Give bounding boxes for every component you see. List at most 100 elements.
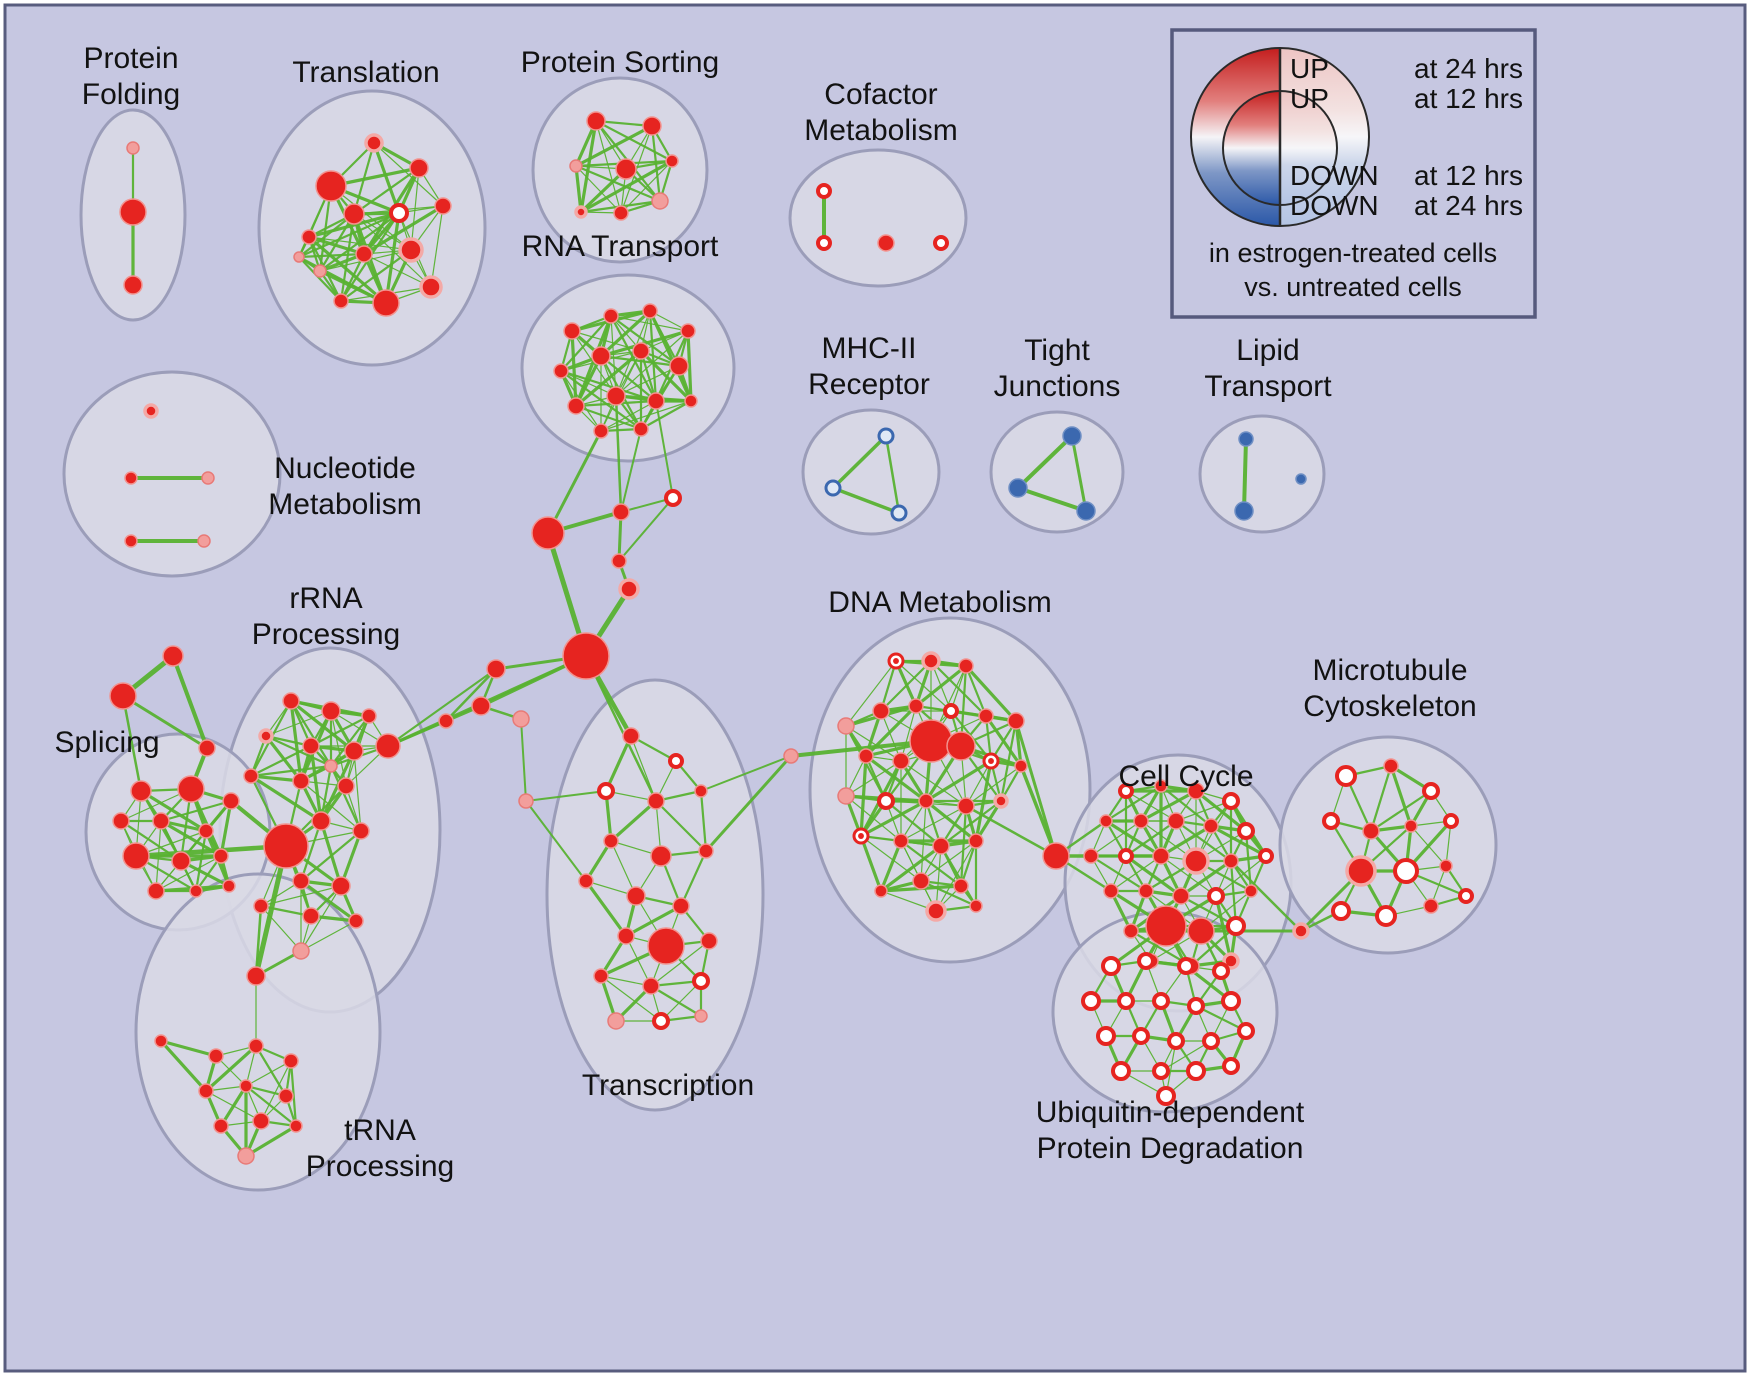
edge: [919, 879, 978, 908]
edge: [1189, 924, 1238, 968]
edge: [1174, 819, 1233, 863]
edge: [204, 1044, 258, 1093]
edge: [171, 654, 209, 750]
node-translation.3: [301, 229, 317, 245]
node-ubiquitin.10: [1132, 1027, 1150, 1045]
edge: [600, 400, 692, 432]
cluster-bubble-tight: [989, 410, 1125, 534]
edge: [859, 799, 928, 838]
node-translation.9: [398, 237, 424, 263]
node-trna.6: [239, 1079, 253, 1093]
legend-up24-time: at 24 hrs: [1414, 53, 1523, 84]
node-cellcycle.5: [1133, 813, 1149, 829]
node-ubiquitin.4: [1081, 991, 1101, 1011]
node-central.3: [611, 553, 627, 569]
cluster-bubble-trna: [134, 872, 382, 1192]
node-rna-transport.4: [553, 363, 569, 379]
node-rrna.3: [258, 728, 274, 744]
edge: [363, 253, 432, 288]
node-dna.10: [946, 731, 976, 761]
edge: [1139, 789, 1198, 823]
legend-down24-time: at 24 hrs: [1414, 190, 1523, 221]
node-dna.14: [1014, 759, 1028, 773]
node-micro.11: [1375, 905, 1397, 927]
node-rrna.17: [348, 913, 364, 929]
node-micro.4: [1362, 822, 1380, 840]
node-protein-sorting.4: [665, 154, 679, 168]
node-central.0: [531, 516, 565, 550]
node-trna.9: [252, 1112, 270, 1130]
edge: [1016, 486, 1088, 513]
edge: [964, 804, 1058, 858]
node-cellcycle.8: [1237, 822, 1255, 840]
node-trna.10: [289, 1119, 303, 1133]
edge: [574, 404, 643, 431]
cluster-label-splicing: Splicing: [54, 726, 159, 759]
edge: [300, 920, 357, 952]
node-lipid.0: [1238, 431, 1254, 447]
node-ubiquitin.0: [1101, 956, 1121, 976]
node-ubiquitin.2: [1177, 957, 1195, 975]
node-rrna.18: [292, 942, 310, 960]
cluster-label-dna: DNA Metabolism: [828, 586, 1051, 619]
node-nucleotide.1: [124, 471, 138, 485]
node-cellcycle.6: [1167, 812, 1185, 830]
edge: [1369, 789, 1433, 833]
node-transcription.4: [694, 784, 708, 798]
edge: [1194, 1004, 1248, 1033]
node-splicing.4: [152, 812, 170, 830]
node-micro.10: [1331, 901, 1351, 921]
edge: [309, 714, 371, 748]
edge: [159, 799, 233, 823]
node-splicing.1: [177, 775, 205, 803]
node-dna.24: [912, 872, 930, 890]
node-trna.0: [246, 966, 266, 986]
node-cellcycle.15: [1103, 883, 1119, 899]
node-bridge.1: [1292, 922, 1310, 940]
edge: [121, 694, 209, 750]
edge: [297, 211, 401, 259]
node-rrna.10: [263, 823, 309, 869]
edge: [639, 399, 693, 431]
edge: [352, 141, 376, 216]
node-transcription.12: [647, 927, 685, 965]
node-dna.2: [958, 658, 974, 674]
edge: [584, 839, 613, 883]
node-rrna.15: [253, 898, 269, 914]
node-rrna.1: [321, 701, 341, 721]
edge: [307, 235, 366, 256]
node-dna.16: [877, 792, 895, 810]
cluster-bubble-nucleotide: [62, 370, 282, 578]
edge: [579, 159, 674, 214]
node-dna.21: [893, 833, 909, 849]
edge: [155, 855, 222, 892]
node-dna.9: [909, 719, 953, 763]
edge: [1369, 764, 1393, 833]
legend-up12-time: at 12 hrs: [1414, 83, 1523, 114]
edge: [935, 845, 942, 912]
node-splicing.8: [213, 848, 229, 864]
edge: [959, 839, 978, 888]
node-nucleotide.0: [143, 403, 159, 419]
node-translation.6: [434, 197, 452, 215]
cluster-bubble-rna-transport: [520, 273, 736, 463]
edge: [859, 834, 883, 893]
node-rna-transport.2: [642, 303, 658, 319]
edge: [330, 185, 412, 251]
edge: [610, 840, 637, 897]
edge: [704, 754, 793, 853]
edge: [133, 843, 289, 859]
edge: [309, 744, 323, 823]
node-ubiquitin.13: [1237, 1022, 1255, 1040]
edge: [260, 905, 302, 952]
edge: [1179, 894, 1238, 928]
node-central.7: [471, 696, 491, 716]
edge: [121, 694, 143, 793]
edge: [574, 164, 662, 203]
edge: [914, 664, 968, 708]
edge: [699, 789, 708, 853]
edge: [339, 829, 363, 888]
